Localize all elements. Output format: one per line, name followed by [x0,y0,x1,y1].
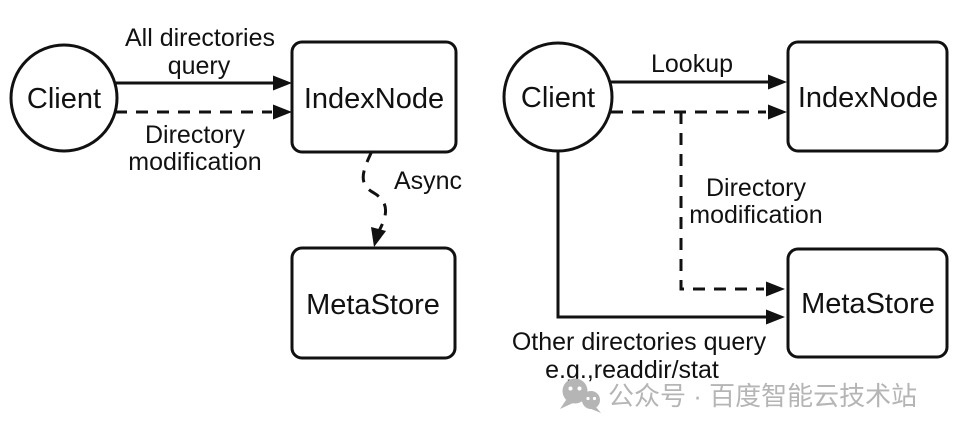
left-client-label: Client [27,83,101,115]
right-label-directory: Directory [706,174,807,202]
right-metastore-label: MetaStore [801,288,935,320]
left-label-all-directories: All directories [125,24,275,52]
left-label-query: query [168,52,231,80]
right-metastore-node [786,247,949,359]
right-indexnode-node [786,40,949,153]
right-arrowhead-lookup [768,74,787,90]
watermark-text: 公众号 · 百度智能云技术站 [608,381,917,411]
left-client-node [9,43,119,153]
left-label-async: Async [394,167,462,195]
left-arrowhead-all-directories-query [273,75,292,91]
right-edge-directory-modification [679,112,764,291]
right-label-modification: modification [689,201,822,229]
right-edge-other-directories-query [556,151,768,319]
right-indexnode-label: IndexNode [798,82,938,114]
left-metastore-label: MetaStore [306,289,440,321]
left-arrowhead-async [371,227,386,247]
left-label-directory: Directory [145,121,246,149]
left-label-modification: modification [128,148,261,176]
right-arrowhead-directory-modification [766,281,785,297]
left-indexnode-node [290,40,458,154]
right-arrowhead-other-directories-query [766,309,785,325]
right-label-other-directories-query: Other directories query [512,328,767,356]
right-label-lookup: Lookup [651,50,733,78]
wechat-icon [560,378,601,413]
left-metastore-node [290,246,457,360]
right-arrowhead-dashed-indexnode [768,104,787,120]
left-indexnode-label: IndexNode [304,83,444,115]
left-diagram: Client IndexNode MetaStore All directori… [9,24,462,360]
right-diagram: Client IndexNode MetaStore Lookup Direct… [502,40,949,384]
left-arrowhead-directory-modification [273,104,292,120]
right-client-label: Client [521,82,595,114]
left-edge-async [361,150,387,232]
watermark: 公众号 · 百度智能云技术站 [560,378,917,413]
